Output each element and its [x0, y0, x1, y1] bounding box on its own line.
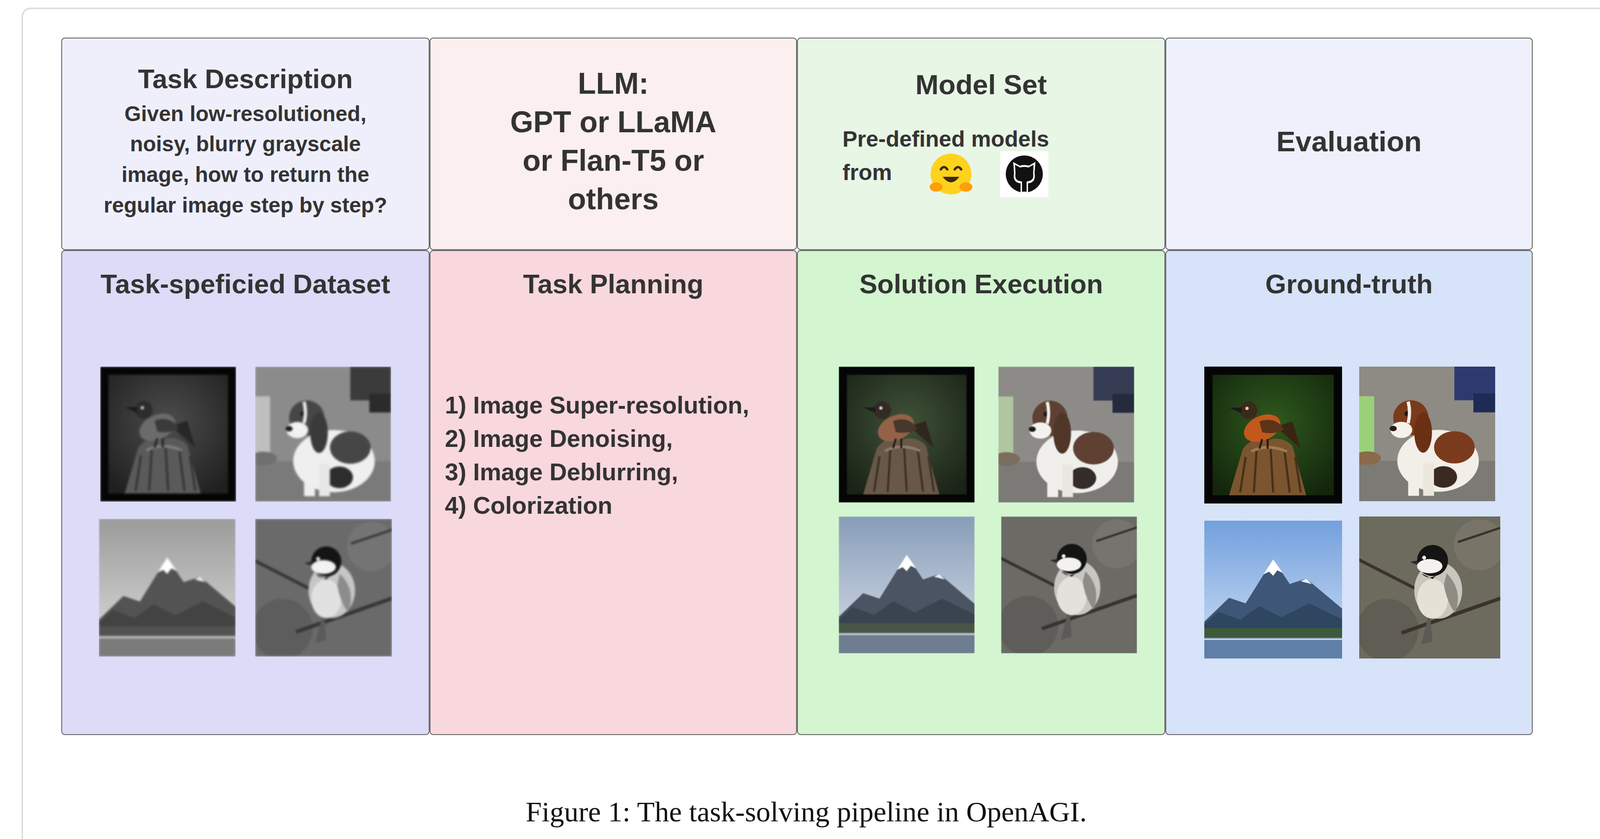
pipeline-box: Model SetPre-defined models from	[796, 37, 1166, 251]
box-heading: Task-speficied Dataset	[100, 267, 391, 301]
pipeline-box: Evaluation	[1165, 37, 1533, 251]
figure-caption: Figure 1: The task-solving pipeline in O…	[92, 794, 1520, 829]
chickadee-photo	[248, 511, 399, 664]
bird-photo	[93, 359, 243, 508]
ground-truth-image	[1352, 359, 1502, 508]
mountain-photo	[831, 509, 982, 661]
github-icon	[1000, 151, 1049, 198]
box-body-text: Pre-defined models from	[842, 122, 1084, 190]
box-heading: Model Set	[915, 68, 1047, 102]
huggingface-icon	[929, 153, 973, 195]
box-body-text: Given low-resolutioned, noisy, blurry gr…	[96, 98, 394, 221]
box-body-text: 4) Colorization	[444, 488, 613, 522]
pipeline-box: LLM:GPT or LLaMA or Flan-T5 or others	[429, 37, 797, 251]
ground-truth-image	[1352, 509, 1508, 666]
dog-photo	[1352, 359, 1502, 508]
box-body-text: 1) Image Super-resolution,	[444, 388, 750, 422]
box-heading: Evaluation	[1276, 124, 1422, 159]
chickadee-photo	[994, 509, 1144, 661]
figure-border	[22, 8, 1600, 839]
box-body-text: 2) Image Denoising,	[444, 421, 673, 456]
input-image	[248, 511, 399, 664]
box-heading: Ground-truth	[1265, 267, 1433, 301]
bird-photo	[1197, 359, 1350, 511]
input-image	[91, 511, 243, 664]
ground-truth-image	[1197, 513, 1350, 666]
output-image	[994, 509, 1144, 661]
dog-photo	[248, 359, 398, 508]
box-heading: LLM:	[578, 64, 649, 103]
mountain-photo	[1197, 513, 1350, 666]
box-body-text: 3) Image Deblurring,	[444, 455, 679, 489]
box-heading: Task Planning	[523, 267, 704, 301]
input-image	[93, 359, 243, 508]
output-image	[831, 359, 982, 509]
box-heading: Solution Execution	[859, 267, 1103, 301]
input-image	[248, 359, 398, 508]
mountain-photo	[91, 511, 243, 664]
box-body-text: GPT or LLaMA or Flan-T5 or others	[497, 102, 730, 219]
pipeline-box: Task DescriptionGiven low-resolutioned, …	[61, 37, 430, 251]
bird-photo	[831, 359, 982, 509]
output-image	[991, 359, 1141, 509]
chickadee-photo	[1352, 509, 1508, 666]
ground-truth-image	[1197, 359, 1350, 511]
output-image	[831, 509, 982, 661]
pipeline-box: Task Planning 1) Image Super-resolution,2…	[429, 250, 797, 735]
dog-photo	[991, 359, 1141, 509]
box-heading: Task Description	[137, 62, 353, 97]
